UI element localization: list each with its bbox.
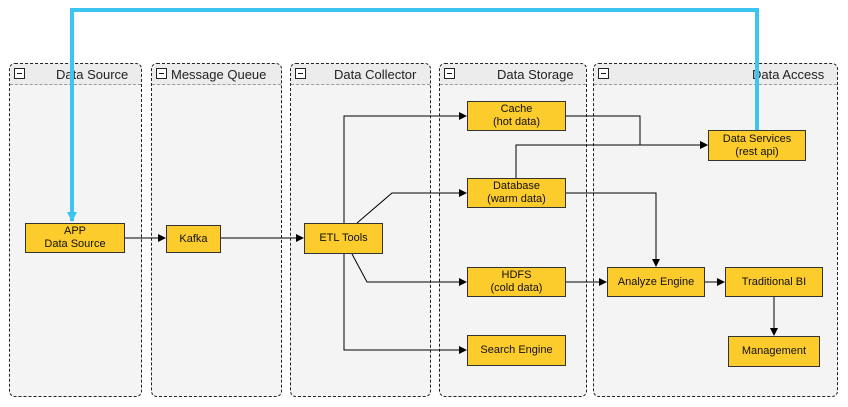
lane-title: Message Queue	[171, 67, 267, 82]
node-analyze-engine[interactable]: Analyze Engine	[607, 267, 705, 297]
node-label: Kafka	[179, 232, 208, 245]
lane-header: Data Collector	[291, 64, 430, 85]
lane-title: Data Storage	[497, 67, 574, 82]
node-label: Cache	[500, 103, 533, 115]
node-etl-tools[interactable]: ETL Tools	[304, 223, 383, 254]
node-data-services[interactable]: Data Services(rest api)	[708, 130, 806, 161]
collapse-toggle-icon[interactable]	[14, 68, 25, 79]
minus-icon	[447, 73, 452, 74]
node-sublabel: Data Source	[44, 238, 106, 250]
node-sublabel: (cold data)	[490, 282, 543, 294]
lane-title: Data Source	[56, 67, 129, 82]
minus-icon	[159, 73, 164, 74]
node-database[interactable]: Database(warm data)	[467, 178, 566, 208]
collapse-toggle-icon[interactable]	[444, 68, 455, 79]
collapse-toggle-icon[interactable]	[295, 68, 306, 79]
lane-header: Message Queue	[152, 64, 281, 85]
minus-icon	[17, 73, 22, 74]
node-kafka[interactable]: Kafka	[166, 225, 221, 253]
node-sublabel: (warm data)	[487, 193, 546, 205]
node-label: Database	[492, 180, 541, 192]
collapse-toggle-icon[interactable]	[598, 68, 609, 79]
lane-header: Data Access	[594, 64, 837, 85]
node-hdfs[interactable]: HDFS(cold data)	[467, 267, 566, 297]
node-label: Traditional BI	[741, 275, 807, 288]
node-label: Analyze Engine	[617, 275, 695, 288]
node-label: Management	[741, 345, 807, 357]
lane-title: Data Access	[752, 67, 825, 82]
minus-icon	[601, 73, 606, 74]
lane-header: Data Storage	[440, 64, 586, 85]
node-label: ETL Tools	[319, 232, 368, 244]
collapse-toggle-icon[interactable]	[156, 68, 167, 79]
node-label: Data Services	[722, 132, 792, 145]
node-sublabel: (rest api)	[735, 145, 779, 158]
node-management[interactable]: Management	[728, 336, 820, 367]
node-label: HDFS	[501, 269, 532, 281]
node-traditional-bi[interactable]: Traditional BI	[725, 267, 823, 297]
lane-title: Data Collector	[334, 67, 417, 82]
minus-icon	[298, 73, 303, 74]
node-label: Search Engine	[480, 344, 553, 356]
node-label: APP	[63, 225, 86, 237]
lane-header: Data Source	[10, 64, 141, 85]
node-sublabel: (hot data)	[492, 116, 541, 128]
node-cache[interactable]: Cache(hot data)	[467, 101, 566, 131]
node-search-engine[interactable]: Search Engine	[467, 335, 566, 366]
